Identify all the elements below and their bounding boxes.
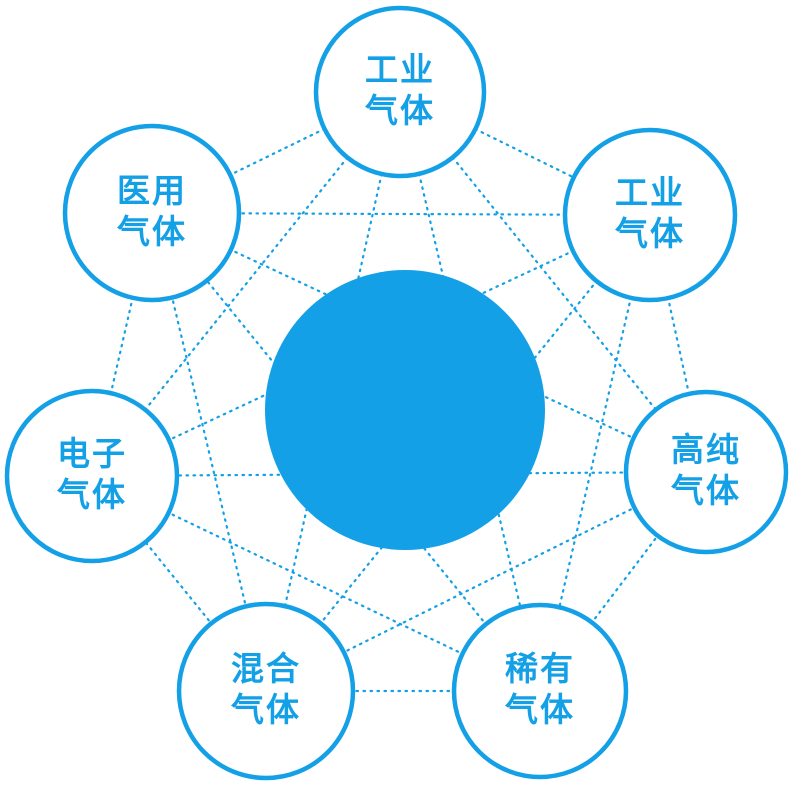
node-circle-mixed-gas (176, 601, 356, 781)
node-label-medical-gas: 医用 气体 (117, 170, 187, 251)
node-circle-medical-gas (62, 123, 242, 303)
node-label-mixed-gas: 混合 气体 (231, 648, 301, 729)
node-circle-high-purity-gas (623, 389, 789, 555)
node-label-high-purity-gas: 高纯 气体 (671, 429, 741, 510)
node-circle-rare-gas (451, 602, 629, 780)
node-label-industrial-gas-top: 工业 气体 (365, 49, 435, 130)
center-hub-circle (265, 270, 545, 550)
node-label-electronic-gas: 电子 气体 (57, 433, 127, 514)
node-label-rare-gas: 稀有 气体 (505, 648, 575, 729)
node-circle-industrial-gas-right (562, 127, 738, 303)
node-circle-electronic-gas (4, 388, 180, 564)
node-label-industrial-gas-right: 工业 气体 (615, 172, 685, 253)
node-circle-industrial-gas-top (313, 5, 487, 179)
